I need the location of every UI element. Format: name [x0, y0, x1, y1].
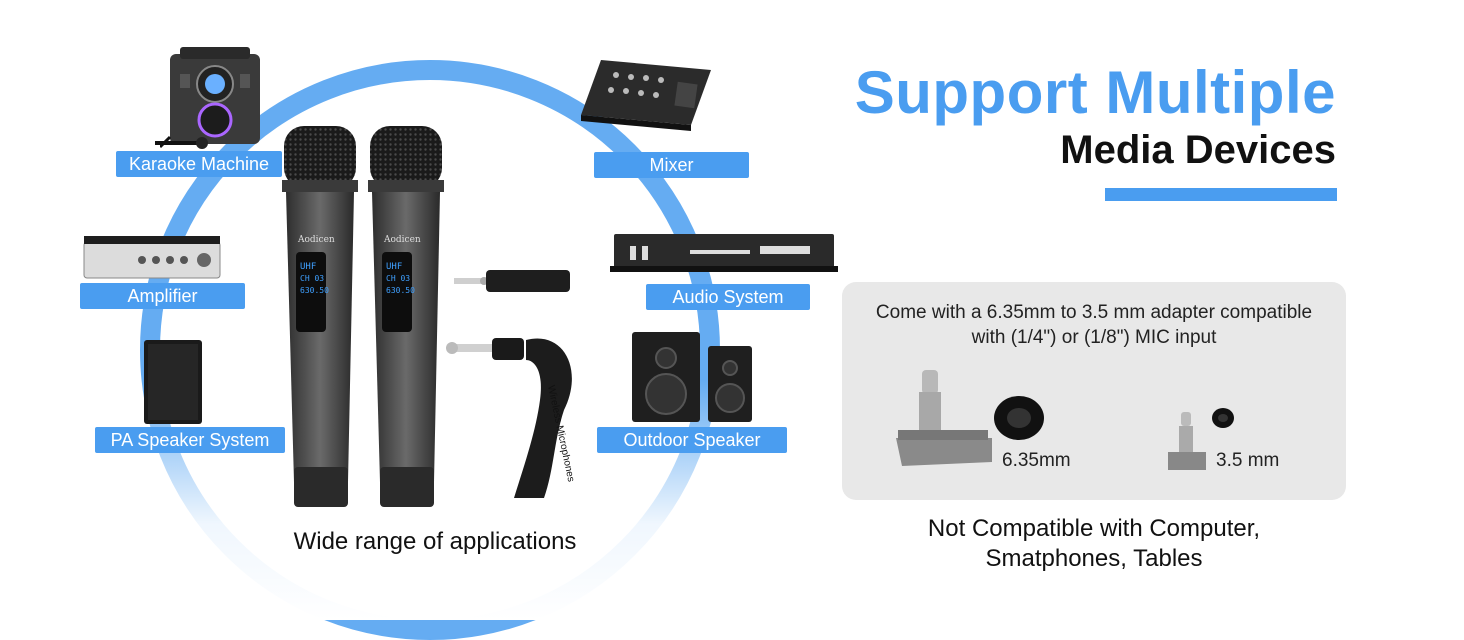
device-label-amplifier: Amplifier: [80, 283, 245, 309]
adapter-description-line1: Come with a 6.35mm to 3.5 mm adapter com…: [875, 302, 1313, 323]
mic2-display-frequency: 630.50: [386, 286, 415, 295]
jack-3-5mm-icon: [1212, 408, 1234, 428]
jack-6-35mm-icon: [994, 396, 1044, 440]
device-label-karaoke-machine: Karaoke Machine: [116, 151, 282, 177]
page-subtitle: Media Devices: [1060, 128, 1336, 172]
compatibility-note: Not Compatible with Computer, Smatphones…: [842, 514, 1346, 574]
adapter-description-line2: with (1/4") or (1/8") MIC input: [971, 327, 1217, 348]
adapter-description: Come with a 6.35mm to 3.5 mm adapter com…: [842, 300, 1346, 350]
karaoke-machine-image: [160, 47, 260, 149]
device-label-mixer: Mixer: [594, 152, 749, 178]
karaoke-mic-image: [155, 137, 208, 149]
title-underline: [1105, 188, 1337, 201]
plug-3-5mm-image: [1168, 412, 1206, 470]
compatibility-note-line2: Smatphones, Tables: [985, 545, 1203, 572]
size-label-3-5mm: 3.5 mm: [1216, 450, 1280, 471]
adapter-plug-image: [454, 270, 570, 292]
mic1-brand: Aodicen: [297, 235, 335, 245]
audio-system-image: [610, 234, 838, 272]
mic2-brand: Aodicen: [383, 235, 421, 245]
applications-caption: Wide range of applications: [293, 528, 577, 555]
device-label-outdoor-speaker: Outdoor Speaker: [597, 427, 787, 453]
receiver-image: Wireless Microphones: [446, 338, 576, 498]
mic1-display-channel: CH 03: [300, 274, 324, 283]
device-label-audio-system: Audio System: [646, 284, 810, 310]
pa-speaker-image: [144, 340, 202, 424]
page-title: Support Multiple: [854, 59, 1336, 126]
amplifier-image: [83, 236, 221, 279]
outdoor-speaker-image: [632, 332, 752, 422]
mic2-display-band: UHF: [386, 262, 402, 272]
size-label-6-35mm: 6.35mm: [1002, 450, 1071, 471]
mic2-display-channel: CH 03: [386, 274, 410, 283]
device-label-pa-speaker-system: PA Speaker System: [95, 427, 285, 453]
mixer-image: [581, 60, 711, 131]
plug-6-35mm-image: [896, 370, 992, 466]
mic1-display-frequency: 630.50: [300, 286, 329, 295]
mic1-display-band: UHF: [300, 262, 316, 272]
wireless-microphones-image: UHF CH 03 630.50 Aodicen UHF CH 03 630.5…: [282, 126, 444, 507]
compatibility-note-line1: Not Compatible with Computer,: [927, 515, 1261, 542]
